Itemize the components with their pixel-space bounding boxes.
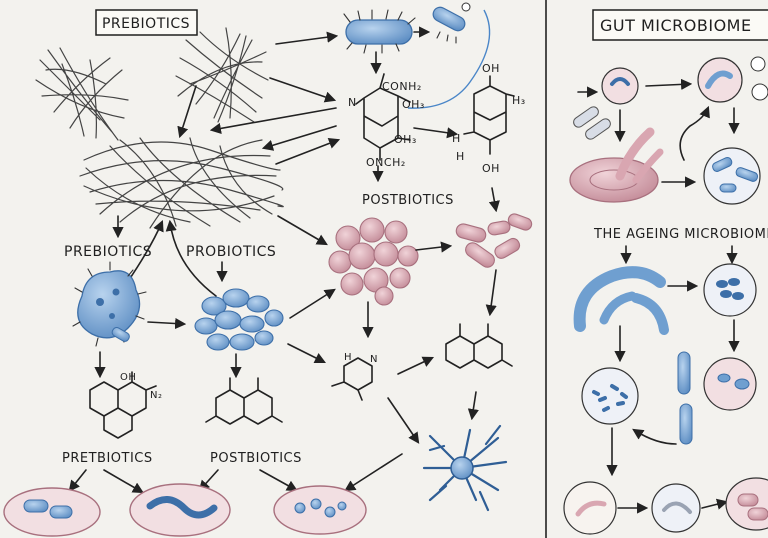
label-oh3-b: OH₃ (394, 133, 417, 146)
postbiotics-bottom-label: POSTBIOTICS (210, 451, 302, 466)
gut-villus-dish (569, 105, 710, 203)
label-oh-n: OH (120, 372, 136, 383)
ageing-microbiome-label: THE AGEING MICROBIOME (593, 227, 768, 242)
label-h-small: H (344, 352, 352, 363)
pink-cell-cluster (328, 217, 419, 306)
label-n-ring: N (348, 96, 357, 109)
bacterium-top (343, 9, 416, 54)
pink-rods (455, 213, 533, 268)
arrows-mid (112, 215, 497, 444)
molecule-lower-right (445, 323, 513, 369)
label-onch2: ONCH₂ (366, 156, 406, 169)
label-h-left: H (452, 132, 461, 145)
molecule-lower-left: OH N₂ (89, 371, 163, 439)
gut-rods-left (573, 106, 611, 140)
blue-probiotic-cluster (194, 288, 284, 351)
dish-right (273, 485, 367, 535)
ageing-section (563, 245, 768, 535)
gut-top-row (577, 56, 768, 143)
label-oh3-a: OH₃ (402, 98, 425, 111)
bacterium-small-top (407, 2, 491, 109)
gut-microbiome-title: GUT MICROBIOME (600, 16, 752, 35)
molecule-center: CONH₂ OH₃ N OH₃ ONCH₂ (348, 73, 425, 169)
prebiotics-title-box: PREBIOTICS (95, 9, 198, 36)
label-n-small: N (370, 354, 378, 365)
label-h-mid: H (456, 150, 465, 163)
probiotics-label: PROBIOTICS (186, 244, 276, 260)
fiber-clump-center (175, 27, 269, 123)
neuron-cell (422, 424, 508, 512)
prebiotics-left-label: PREBIOTICS (64, 244, 152, 260)
label-oh-bottom: OH (482, 162, 500, 175)
molecule-lower-middle (205, 377, 283, 425)
dish-middle (129, 483, 231, 537)
arrows-top (177, 26, 500, 213)
fiber-clump-left (35, 47, 129, 141)
fiber-mesh (79, 137, 284, 229)
blue-spiky-microbe (72, 261, 147, 347)
label-n2: N₂ (150, 390, 163, 401)
label-h3-right: H₃ (512, 94, 526, 107)
prebiotics-title: PREBIOTICS (102, 16, 190, 32)
molecule-small-center: H N (331, 352, 378, 401)
postbiotics-center-label: POSTBIOTICS (362, 193, 454, 208)
dish-left (3, 487, 101, 537)
pretbiotics-bottom-label: PRETBIOTICS (62, 451, 153, 466)
gut-microbiome-title-box: GUT MICROBIOME (592, 9, 768, 41)
molecule-right: OH H₃ H H OH (452, 62, 526, 175)
label-conh2: CONH₂ (382, 80, 422, 93)
gut-dish-right (703, 147, 761, 205)
arrows-bottom (68, 351, 403, 494)
label-oh-top: OH (482, 62, 500, 75)
